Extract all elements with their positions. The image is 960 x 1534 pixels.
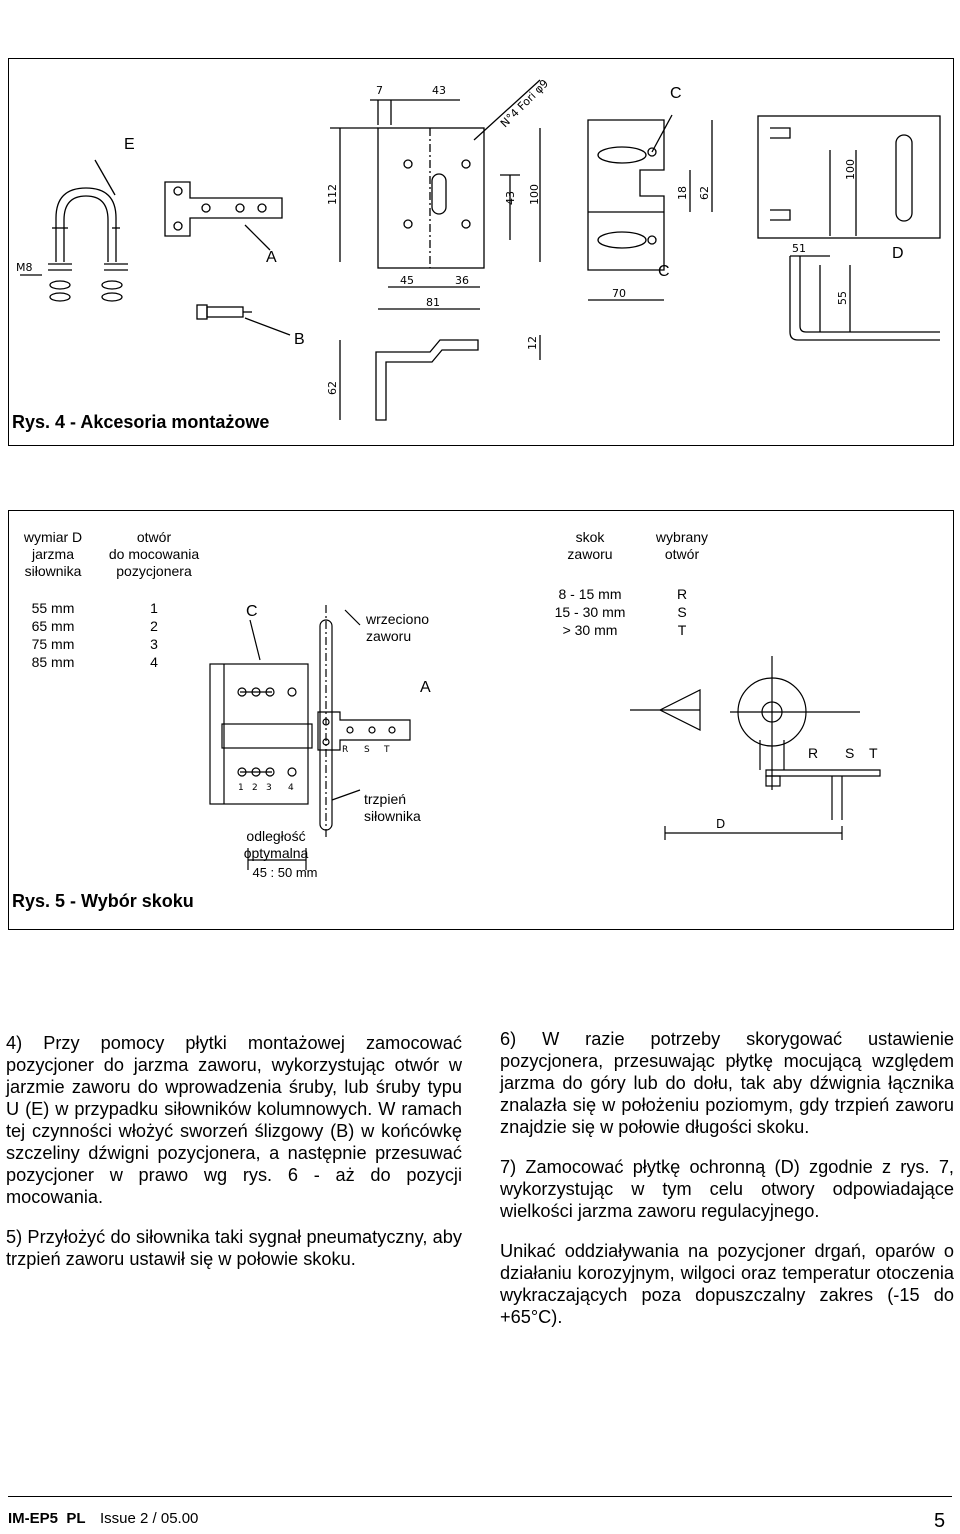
table2-cell: T (677, 622, 687, 638)
stroke-label-R: R (808, 745, 819, 761)
figure-5-drawing: 1 2 3 4 R S T (209, 605, 881, 870)
footer-issue: Issue 2 / 05.00 (100, 1510, 199, 1527)
lever-hole-R: R (342, 745, 348, 755)
svg-text:43: 43 (504, 191, 517, 205)
table1-cell: 55 mm (31, 600, 75, 616)
svg-text:112: 112 (326, 184, 339, 205)
paragraph-4: 4) Przy pomocy płytki montażowej zamocow… (6, 1033, 462, 1207)
text-column-right: 6) W razie potrzeby skorygować ustawieni… (500, 1028, 954, 1346)
dimension-label-D: D (716, 817, 726, 831)
hole-number-4: 4 (288, 783, 294, 793)
label-D: D (892, 245, 904, 262)
fig5-label-C: C (246, 603, 258, 620)
label-E: E (124, 136, 135, 153)
svg-text:62: 62 (326, 381, 339, 395)
svg-text:M8: M8 (16, 261, 33, 274)
svg-text:62: 62 (698, 186, 711, 200)
table2-cell: 8 - 15 mm (558, 586, 622, 602)
figure-4-caption: Rys. 4 - Akcesoria montażowe (12, 412, 270, 432)
stroke-label-T: T (869, 745, 878, 761)
table1-header-col2: otwór do mocowania pozycjonera (108, 529, 200, 579)
footer: IM-EP5 PL Issue 2 / 05.00 5 (0, 1496, 960, 1534)
lever-hole-S: S (364, 745, 370, 755)
lever-drawing (164, 181, 283, 237)
table1-cell: 75 mm (31, 636, 75, 652)
distance-value: 45 : 50 mm (252, 865, 318, 880)
label-C-top: C (670, 85, 682, 102)
label-B: B (294, 331, 305, 348)
footer-doc-id: IM-EP5 PL (8, 1510, 86, 1527)
svg-text:7: 7 (376, 84, 383, 97)
paragraph-7: 7) Zamocować płytkę ochronną (D) zgodnie… (500, 1157, 954, 1221)
table2-cell: > 30 mm (562, 622, 618, 638)
table1-cell: 2 (150, 618, 158, 634)
figure-4-frame (8, 58, 954, 446)
text-column-left: 4) Przy pomocy płytki montażowej zamocow… (6, 1032, 462, 1288)
svg-text:70: 70 (612, 287, 626, 300)
page-number: 5 (934, 1510, 946, 1532)
svg-text:45: 45 (400, 274, 414, 287)
stem-label: trzpień siłownika (364, 791, 421, 824)
spindle-label: wrzeciono zaworu (366, 611, 430, 644)
table2-cell: S (677, 604, 687, 620)
svg-text:43: 43 (432, 84, 446, 97)
table2-cell: 15 - 30 mm (554, 604, 626, 620)
table2-cell: R (676, 586, 688, 602)
table1-cell: 1 (150, 600, 158, 616)
footer-rule (8, 1496, 952, 1497)
fig5-label-A: A (420, 679, 431, 696)
hole-number-1: 1 (238, 783, 244, 793)
mounting-plate-drawing (377, 127, 485, 269)
svg-text:12: 12 (526, 336, 539, 350)
figure-5-frame (8, 510, 954, 930)
table1-cell: 3 (150, 636, 158, 652)
svg-text:81: 81 (426, 296, 440, 309)
paragraph-6: 6) W razie potrzeby skorygować ustawieni… (500, 1029, 954, 1137)
table1-header-col1: wymiar D jarzma siłownika (23, 529, 83, 579)
paragraph-5: 5) Przyłożyć do siłownika taki sygnał pn… (6, 1227, 462, 1269)
u-bolt-drawing (55, 187, 117, 262)
table1-cell: 65 mm (31, 618, 75, 634)
svg-text:100: 100 (528, 184, 541, 205)
svg-text:100: 100 (844, 159, 857, 180)
cover-plate-drawing (757, 115, 941, 239)
svg-text:55: 55 (836, 291, 849, 305)
figure-5-caption: Rys. 5 - Wybór skoku (12, 891, 194, 911)
hole-number-3: 3 (266, 783, 272, 793)
svg-text:18: 18 (676, 186, 689, 200)
stroke-label-S: S (845, 745, 855, 761)
label-C-mid: C (658, 263, 670, 280)
table1-cell: 85 mm (31, 654, 75, 670)
distance-label: odległość optymalna (243, 828, 309, 861)
svg-text:51: 51 (792, 242, 806, 255)
paragraph-warning: Unikać oddziaływania na pozycjoner drgań… (500, 1241, 954, 1327)
lever-hole-T: T (383, 745, 390, 755)
table1-cell: 4 (150, 654, 158, 670)
hole-number-2: 2 (252, 783, 258, 793)
table2-header-col2: wybrany otwór (655, 529, 709, 562)
label-A: A (266, 249, 277, 266)
svg-text:36: 36 (455, 274, 469, 287)
table2-header-col1: skok zaworu (567, 529, 613, 562)
